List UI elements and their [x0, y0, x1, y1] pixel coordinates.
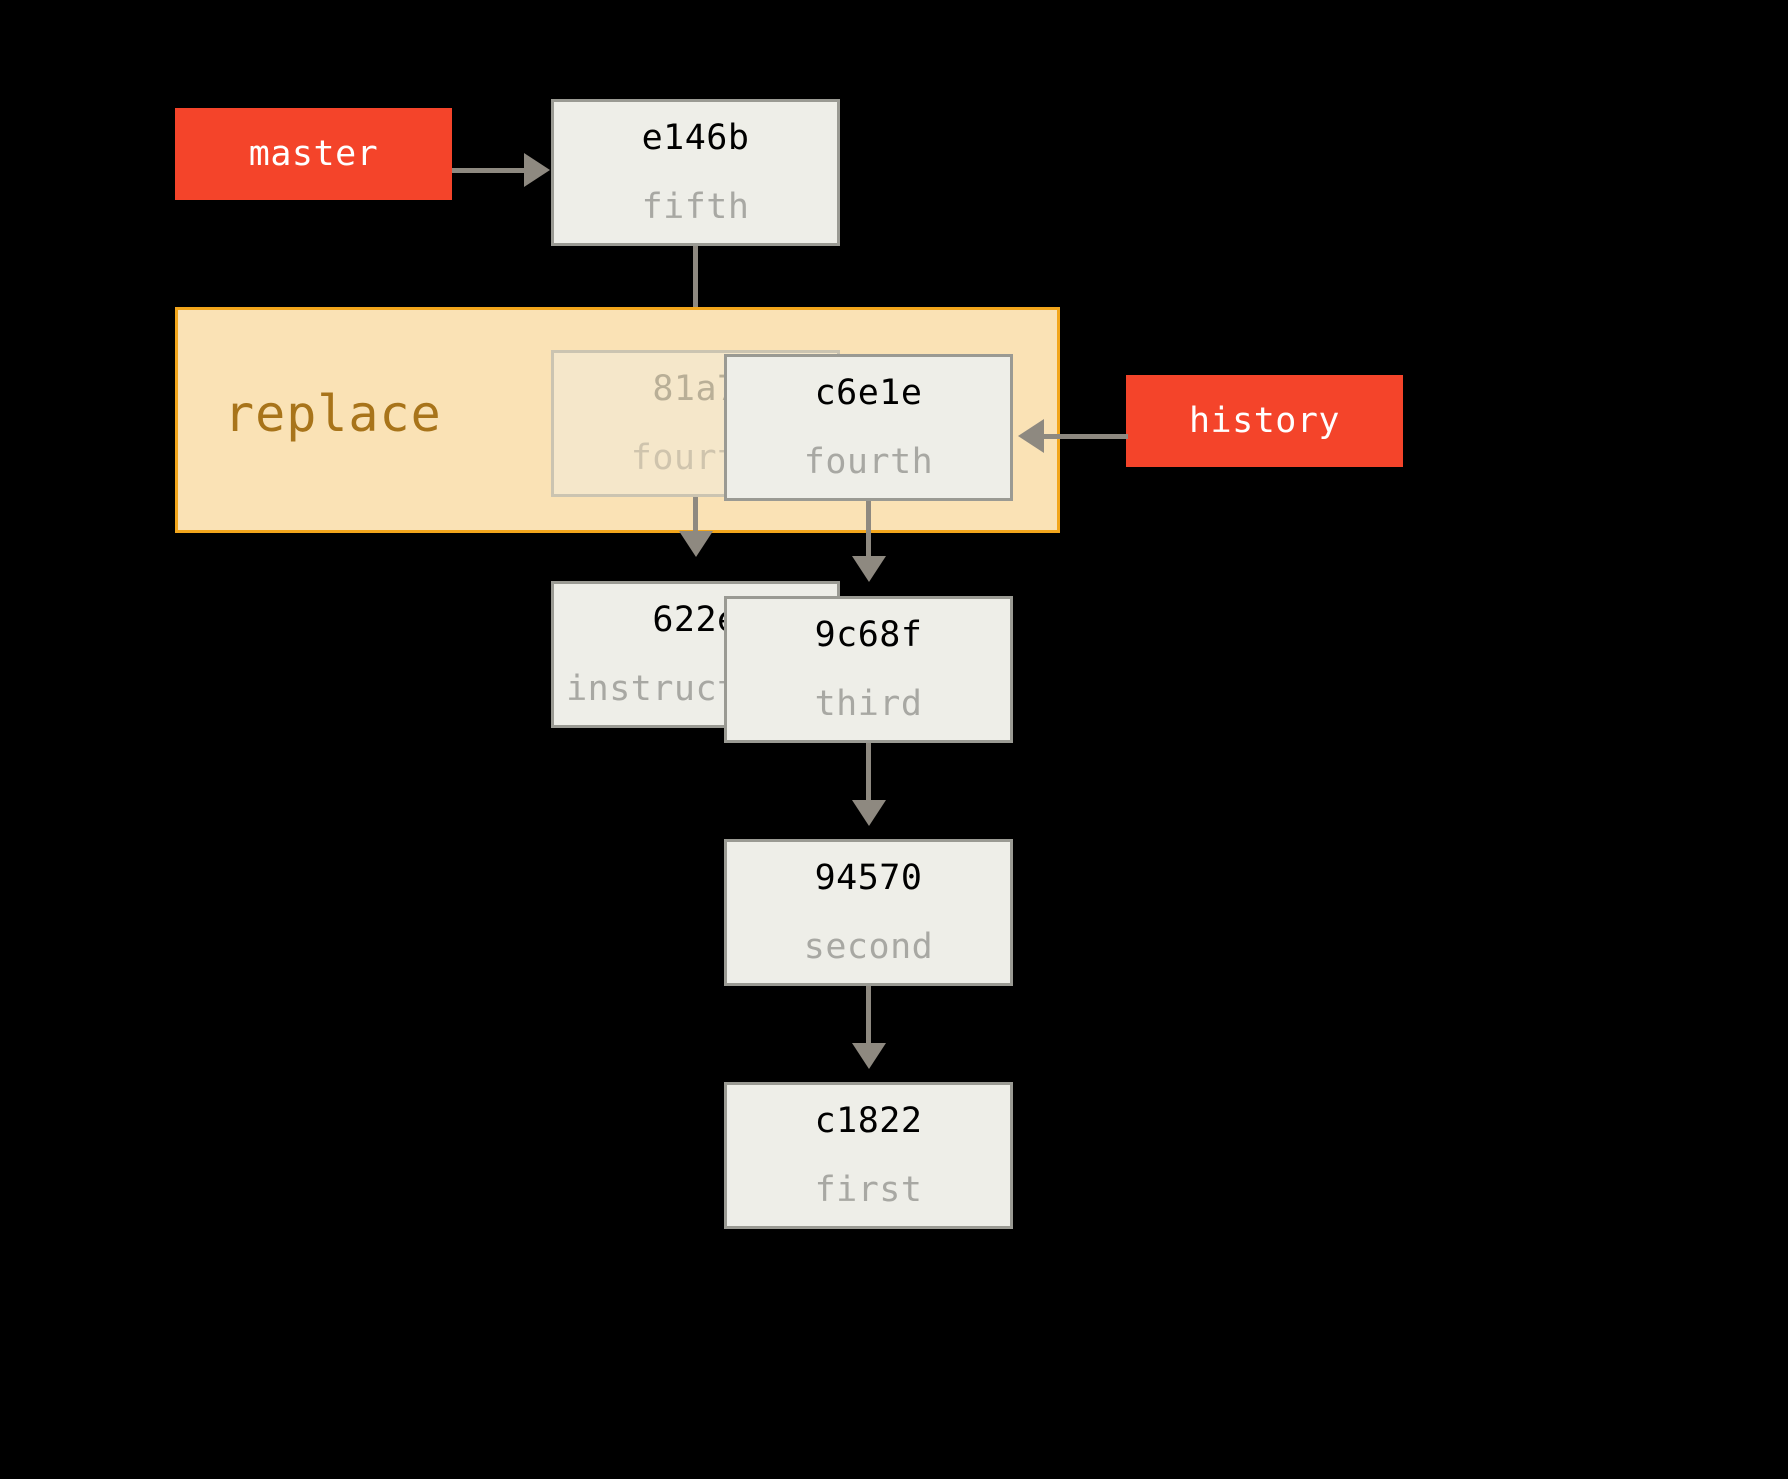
edge-9c68f-to-94570-arrowhead: [852, 800, 886, 826]
edge-c6e1e-to-9c68f-arrowhead: [852, 556, 886, 582]
edge-history-to-c6e1e-line: [1044, 434, 1128, 439]
replace-region-label: replace: [224, 385, 442, 443]
edge-e146b-to-81a7-line: [693, 246, 698, 311]
commit-message: second: [803, 926, 934, 967]
commit-message: fourth: [803, 441, 934, 482]
edge-81a7-to-622e-line: [693, 497, 698, 544]
commit-message: fifth: [641, 186, 750, 227]
commit-message: third: [814, 683, 923, 724]
edge-c6e1e-to-9c68f-line: [866, 501, 871, 556]
commit-node-c1822[interactable]: c1822 first: [724, 1082, 1013, 1229]
edge-master-to-e146b-line: [452, 168, 536, 173]
commit-node-94570[interactable]: 94570 second: [724, 839, 1013, 986]
commit-sha: e146b: [641, 117, 750, 158]
commit-sha: 9c68f: [814, 614, 923, 655]
ref-master[interactable]: master: [175, 108, 452, 200]
commit-message: first: [814, 1169, 923, 1210]
ref-history-label: history: [1188, 401, 1340, 441]
commit-sha: 94570: [814, 857, 923, 898]
ref-history[interactable]: history: [1126, 375, 1403, 467]
commit-node-c6e1e[interactable]: c6e1e fourth: [724, 354, 1013, 501]
commit-node-e146b[interactable]: e146b fifth: [551, 99, 840, 246]
commit-node-9c68f[interactable]: 9c68f third: [724, 596, 1013, 743]
commit-sha: c1822: [814, 1100, 923, 1141]
commit-node-81a7-replaced[interactable]: 81a7 fourth: [551, 350, 840, 497]
edge-81a7-to-622e-arrowhead: [679, 531, 713, 557]
edge-history-to-c6e1e-arrowhead: [1018, 419, 1044, 453]
commit-sha: 81a7: [652, 368, 739, 409]
edge-master-to-e146b-arrowhead: [524, 153, 550, 187]
commit-sha: 622e: [652, 599, 739, 640]
commit-sha: c6e1e: [814, 372, 923, 413]
edge-94570-to-c1822-line: [866, 986, 871, 1048]
edge-94570-to-c1822-arrowhead: [852, 1043, 886, 1069]
ref-master-label: master: [248, 134, 379, 174]
edge-9c68f-to-94570-line: [866, 743, 871, 805]
